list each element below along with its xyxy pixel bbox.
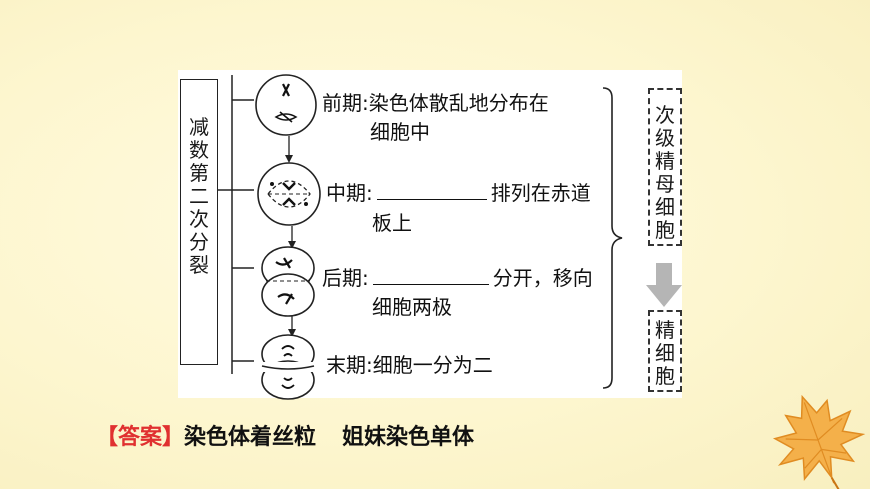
secondary-spermatocyte-char: 胞 [655,218,675,242]
right-brace [602,87,623,389]
metaphase-blank [376,198,487,200]
sperm-cell-char: 细 [655,341,675,365]
metaphase-cell-icon [257,162,321,226]
secondary-spermatocyte-box: 次级精母细胞 [648,88,682,246]
stage-title-box: 减数第二次分裂 [180,79,218,365]
sperm-cell-box: 精细胞 [648,310,682,392]
prophase-line2: 细胞中 [370,120,430,144]
stage-title-char: 第 [189,161,209,185]
secondary-spermatocyte-char: 级 [655,126,675,150]
secondary-spermatocyte-char: 次 [655,103,675,127]
arrow-head-3 [288,329,296,337]
stage-title-char: 二 [189,184,209,208]
metaphase-label: 中期: [326,181,373,205]
stage-title-char: 减 [189,115,209,139]
anaphase-cell-icon [261,246,315,317]
metaphase-line1: 排列在赤道 [490,181,591,205]
telophase-label: 末期: [326,353,373,377]
stage-title-char: 数 [189,138,209,162]
stage-title: 减数第二次分裂 [181,116,217,277]
answer-2: 姐妹染色单体 [342,425,475,450]
sperm-cell-label: 精细胞 [650,319,680,388]
anaphase-blank [372,283,489,285]
arrow-head-1 [285,155,293,163]
anaphase-line2: 细胞两极 [372,295,452,319]
stage-title-char: 分 [189,230,209,254]
stage-title-char: 裂 [189,253,209,277]
metaphase-text-2: 板上 [372,208,412,238]
prophase-label: 前期: [322,91,369,115]
answer-1: 染色体着丝粒 [184,425,317,450]
anaphase-label: 后期: [322,266,369,290]
telophase-cell-icon [261,334,315,400]
answer-line: 【答案】染色体着丝粒姐妹染色单体 [96,419,474,451]
prophase-line1: 染色体散乱地分布在 [368,91,549,115]
telophase-text: 末期:细胞一分为二 [326,350,493,380]
anaphase-text: 后期: 分开，移向 [322,263,593,293]
secondary-spermatocyte-char: 母 [655,172,675,196]
prophase-cell-icon [255,74,317,136]
prophase-text: 前期:染色体散乱地分布在 [322,88,549,118]
telophase-line1: 细胞一分为二 [372,353,493,377]
secondary-spermatocyte-label: 次级精母细胞 [650,104,680,242]
secondary-spermatocyte-char: 细 [655,195,675,219]
secondary-spermatocyte-char: 精 [655,149,675,173]
diagram-panel [178,70,682,398]
sperm-cell-char: 精 [655,318,675,342]
anaphase-line1: 分开，移向 [492,266,593,290]
answer-tag: 【答案】 [96,425,185,450]
prophase-text-2: 细胞中 [370,117,430,147]
arrow-head-2 [288,241,296,249]
sperm-cell-char: 胞 [655,364,675,388]
metaphase-line2: 板上 [372,211,412,235]
metaphase-text: 中期: 排列在赤道 [326,178,591,208]
result-down-arrow [646,263,682,307]
anaphase-text-2: 细胞两极 [372,292,452,322]
stage-title-char: 次 [189,207,209,231]
